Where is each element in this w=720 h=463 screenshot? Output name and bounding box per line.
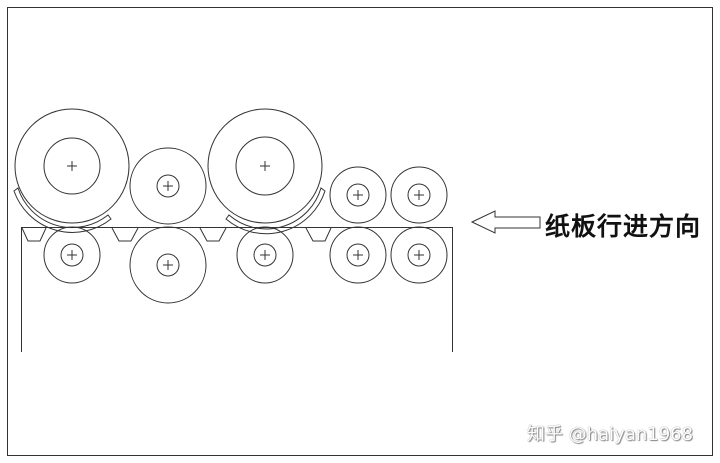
center-mark-icon [414, 190, 424, 200]
center-mark-icon [163, 260, 173, 270]
roller [329, 166, 387, 224]
roller [236, 226, 294, 284]
notch [305, 227, 332, 242]
roller [129, 147, 207, 225]
center-mark-icon [67, 161, 77, 171]
notch [199, 227, 227, 242]
center-mark-icon [67, 250, 77, 260]
machine-frame [21, 227, 453, 352]
roller [390, 226, 448, 284]
outer-frame [7, 7, 713, 456]
roller [43, 226, 101, 284]
roller-guard [225, 187, 326, 235]
roller [207, 108, 323, 224]
center-mark-icon [353, 190, 363, 200]
center-mark-icon [414, 250, 424, 260]
roller [129, 226, 207, 304]
center-mark-icon [260, 250, 270, 260]
center-mark-icon [260, 161, 270, 171]
center-mark-icon [163, 181, 173, 191]
roller [329, 226, 387, 284]
notch [111, 227, 139, 242]
watermark: 知乎 @haiyan1968 [527, 424, 694, 445]
roller [14, 108, 130, 224]
direction-label: 纸板行进方向 [545, 212, 702, 241]
roller-guard [13, 187, 112, 233]
roller [390, 166, 448, 224]
center-mark-icon [353, 250, 363, 260]
notch [21, 227, 47, 242]
direction-arrow-icon [470, 210, 541, 234]
